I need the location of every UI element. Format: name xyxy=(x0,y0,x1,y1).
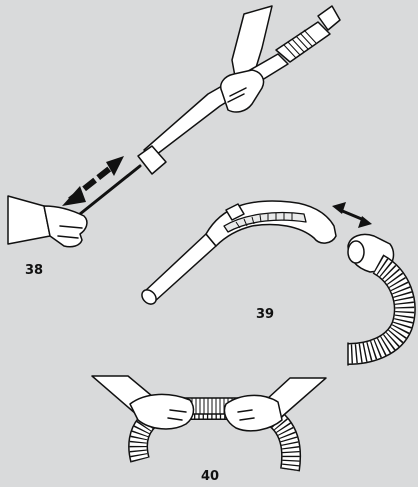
figure-38-label: 38 xyxy=(25,263,43,278)
figure-39-label: 39 xyxy=(256,307,274,322)
figure-40-label: 40 xyxy=(201,469,219,484)
lower-arm-sleeve xyxy=(8,196,50,244)
inner-extension-rod xyxy=(80,166,140,214)
adjust-arrow-icon xyxy=(62,156,124,206)
wand-handle xyxy=(206,201,336,246)
right-hand xyxy=(224,395,282,430)
telescopic-wand-upper xyxy=(276,6,340,62)
telescopic-wand-tube xyxy=(144,54,288,158)
connect-arrow-icon xyxy=(332,202,372,228)
figure-40-illustration xyxy=(92,376,326,470)
hand-upper-grip xyxy=(221,70,264,112)
flexible-hose xyxy=(348,264,405,365)
wand-tube xyxy=(144,234,216,302)
figure-39-illustration xyxy=(139,201,405,365)
